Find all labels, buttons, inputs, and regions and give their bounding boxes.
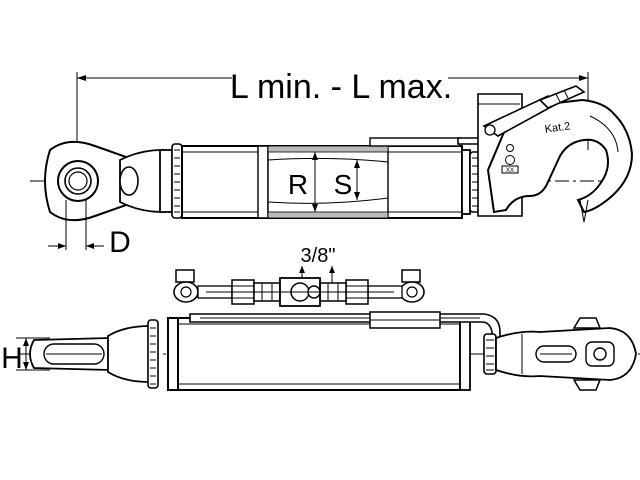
bore-dimension: R xyxy=(288,152,318,212)
eye-height-label: H xyxy=(1,342,23,375)
hook-category-label: Kat.2 xyxy=(544,120,571,135)
bottom-view: 3/8" xyxy=(1,245,640,391)
bottom-hook-end xyxy=(495,317,637,391)
thread-adjuster xyxy=(173,269,425,307)
thread-callout: 3/8" xyxy=(299,245,335,284)
cylinder-body-bottom xyxy=(167,311,501,391)
stroke-dimension: S xyxy=(334,160,360,200)
svg-text:XX: XX xyxy=(506,168,514,174)
top-view: L min. - L max. xyxy=(30,68,634,259)
bottom-weld-band-right xyxy=(483,333,497,375)
weld-band-left xyxy=(171,143,183,219)
bottom-eye-end xyxy=(29,325,151,383)
hook-end: XX Kat.2 xyxy=(477,85,634,223)
length-range-label: L min. - L max. xyxy=(230,68,452,106)
eye-diameter-label: D xyxy=(109,226,131,259)
eye-end xyxy=(44,140,163,222)
cylinder-body-top xyxy=(181,137,463,219)
thread-label: 3/8" xyxy=(301,245,336,267)
length-dimension: L min. - L max. xyxy=(76,68,589,150)
stroke-label: S xyxy=(334,169,353,200)
bore-label: R xyxy=(288,169,308,200)
eye-height-dimension: H xyxy=(1,337,50,375)
eye-diameter-dimension: D xyxy=(48,200,131,259)
bottom-weld-band-left xyxy=(147,319,159,389)
